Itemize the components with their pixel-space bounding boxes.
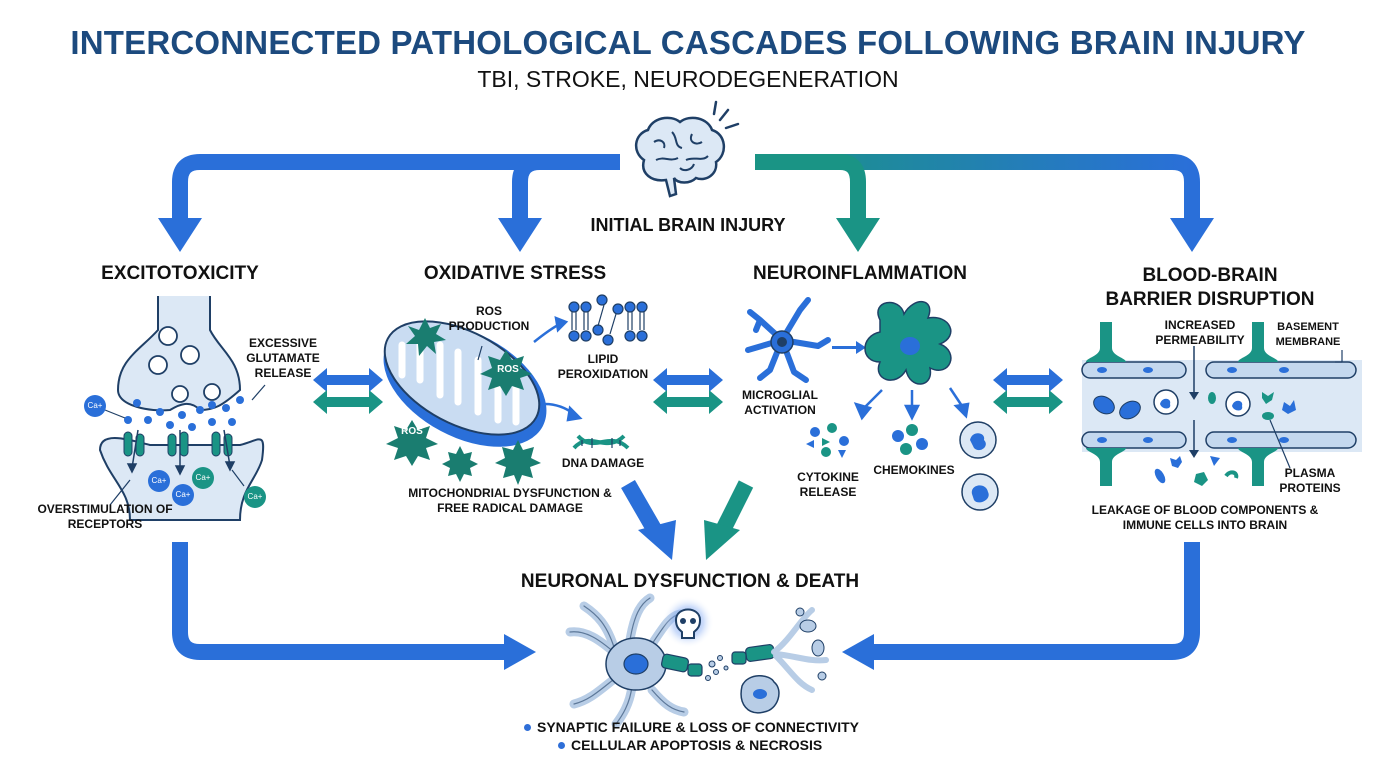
cytokine-release-label: CYTOKINE RELEASE xyxy=(797,470,859,499)
top-right-connector-arrow xyxy=(755,154,1214,252)
neuron-illustration xyxy=(565,593,829,729)
lipid-peroxidation-label: LIPID PEROXIDATION xyxy=(557,352,649,381)
outcome-bullet: CELLULAR APOPTOSIS & NECROSIS xyxy=(558,737,878,754)
oxidative-stress-title: OXIDATIVE STRESS xyxy=(423,263,607,284)
initial-injury-label: INITIAL BRAIN INJURY xyxy=(590,215,786,235)
calcium-ion-icon: Ca+ xyxy=(84,395,106,417)
excitotoxicity-title: EXCITOTOXICITY xyxy=(101,263,259,284)
convergence-arrow-teal xyxy=(704,480,754,560)
outcome-bullet: SYNAPTIC FAILURE & LOSS OF CONNECTIVITY xyxy=(524,719,884,736)
ros-tag: ROS xyxy=(497,364,519,375)
calcium-ion-icon: Ca+ xyxy=(192,467,214,489)
ros-particles xyxy=(386,318,541,485)
ros-tag: ROS xyxy=(401,426,423,437)
brain-icon xyxy=(635,100,740,198)
oxidative-arrows xyxy=(533,316,583,422)
calcium-ion-icon: Ca+ xyxy=(244,486,266,508)
bbb-title-line1: BLOOD-BRAIN xyxy=(1142,265,1278,286)
bullet-dot-icon xyxy=(558,741,565,749)
death-skull-icon xyxy=(662,596,714,648)
mitochondrial-dysfunction-label: MITOCHONDRIAL DYSFUNCTION & FREE RADICAL… xyxy=(408,486,612,515)
calcium-ion-icon: Ca+ xyxy=(172,484,194,506)
synapse-illustration xyxy=(98,296,266,521)
blood-vessel-illustration xyxy=(1081,322,1362,486)
bullet-dot-icon xyxy=(524,723,531,731)
neuronal-death-title: NEURONAL DYSFUNCTION & DEATH xyxy=(520,571,860,592)
microglial-activation-label: MICROGLIAL ACTIVATION xyxy=(742,388,818,417)
dna-icon xyxy=(572,434,630,450)
leaked-particles xyxy=(1154,456,1239,486)
glutamate-release-label: EXCESSIVE GLUTAMATE RELEASE xyxy=(246,336,320,380)
chemokines-label: CHEMOKINES xyxy=(873,463,955,477)
bullet-text: CELLULAR APOPTOSIS & NECROSIS xyxy=(571,737,823,753)
bidirectional-arrow-2 xyxy=(653,368,723,414)
diagram-title: INTERCONNECTED PATHOLOGICAL CASCADES FOL… xyxy=(70,24,1306,61)
bullet-text: SYNAPTIC FAILURE & LOSS OF CONNECTIVITY xyxy=(537,719,860,735)
bottom-left-connector-arrow xyxy=(172,542,536,670)
ros-production-label: ROS PRODUCTION xyxy=(448,304,530,333)
increased-permeability-label: INCREASED PERMEABILITY xyxy=(1155,318,1245,347)
bidirectional-arrow-1 xyxy=(313,368,383,414)
immune-cell-icons xyxy=(959,421,999,511)
neuroinflammation-title: NEUROINFLAMMATION xyxy=(753,263,967,284)
basement-membrane-label: BASEMENT MEMBRANE xyxy=(1275,321,1341,348)
lipid-membrane-icon xyxy=(568,294,648,346)
receptor-overstimulation-label: OVERSTIMULATION OF RECEPTORS xyxy=(37,502,173,531)
cytokine-particles xyxy=(806,423,849,458)
top-left-connector-arrow xyxy=(158,154,620,252)
chemokine-particles xyxy=(892,424,928,455)
dna-damage-label: DNA DAMAGE xyxy=(561,456,645,470)
bidirectional-arrow-3 xyxy=(993,368,1063,414)
activation-arrow xyxy=(832,341,866,354)
plasma-proteins-label: PLASMA PROTEINS xyxy=(1279,466,1341,495)
bbb-title-line2: BARRIER DISRUPTION xyxy=(1105,289,1315,310)
calcium-ion-icon: Ca+ xyxy=(148,470,170,492)
bottom-right-connector-arrow xyxy=(842,542,1200,670)
inflammation-arrows xyxy=(853,387,970,421)
mitochondrion-illustration xyxy=(383,320,547,447)
convergence-arrow-blue xyxy=(621,480,676,560)
bbb-title: BLOOD-BRAIN BARRIER DISRUPTION xyxy=(1080,264,1340,312)
resting-microglia-icon xyxy=(745,297,831,383)
leakage-label: LEAKAGE OF BLOOD COMPONENTS & IMMUNE CEL… xyxy=(1091,503,1319,532)
activated-microglia-icon xyxy=(864,300,952,385)
diagram-subtitle: TBI, STROKE, NEURODEGENERATION xyxy=(477,66,899,92)
